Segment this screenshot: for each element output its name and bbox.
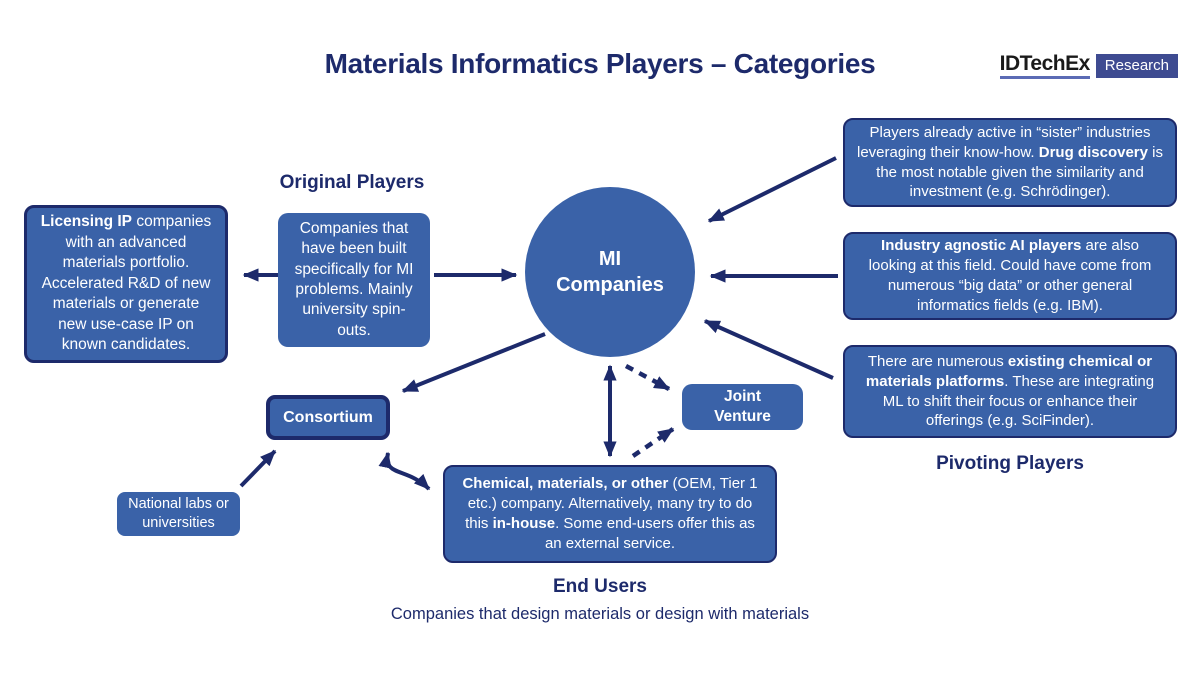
logo-brand-text: IDTechEx <box>999 52 1090 80</box>
heading-original-players: Original Players <box>279 172 425 193</box>
node-national-labs: National labs or universities <box>117 492 240 536</box>
arrow-natlabs-to-consortium <box>239 449 277 488</box>
idtechex-logo: IDTechEx Research <box>999 52 1178 80</box>
arrow-dashed-circle-to-jointventure <box>624 364 671 391</box>
arrow-sister-to-circle <box>707 156 837 223</box>
page-title: Materials Informatics Players – Categori… <box>324 48 876 79</box>
arrow-platforms-to-circle <box>703 319 834 380</box>
mi-companies-line2: Companies <box>556 274 664 296</box>
mi-companies-line1: MI <box>598 248 622 270</box>
node-existing-platforms: There are numerous existing chemical or … <box>843 345 1177 438</box>
arrow-dashed-endusers-to-jointventure <box>631 427 675 458</box>
node-consortium: Consortium <box>266 395 390 440</box>
node-licensing-ip: Licensing IP companies with an advanced … <box>24 205 228 363</box>
node-joint-venture: Joint Venture <box>682 384 803 430</box>
heading-end-users: End Users <box>553 576 647 597</box>
node-end-users: Chemical, materials, or other (OEM, Tier… <box>443 465 777 563</box>
node-mi-companies: MI Companies <box>525 187 695 357</box>
logo-research-badge: Research <box>1095 53 1178 78</box>
end-users-subtitle: Companies that design materials or desig… <box>390 605 810 623</box>
heading-pivoting-players: Pivoting Players <box>936 453 1084 474</box>
node-industry-agnostic-ai: Industry agnostic AI players are also lo… <box>843 232 1177 320</box>
node-sister-industries: Players already active in “sister” indus… <box>843 118 1177 207</box>
arrow-curved-consortium-endusers-double <box>378 451 431 491</box>
node-original-players: Companies that have been built specifica… <box>278 213 430 347</box>
